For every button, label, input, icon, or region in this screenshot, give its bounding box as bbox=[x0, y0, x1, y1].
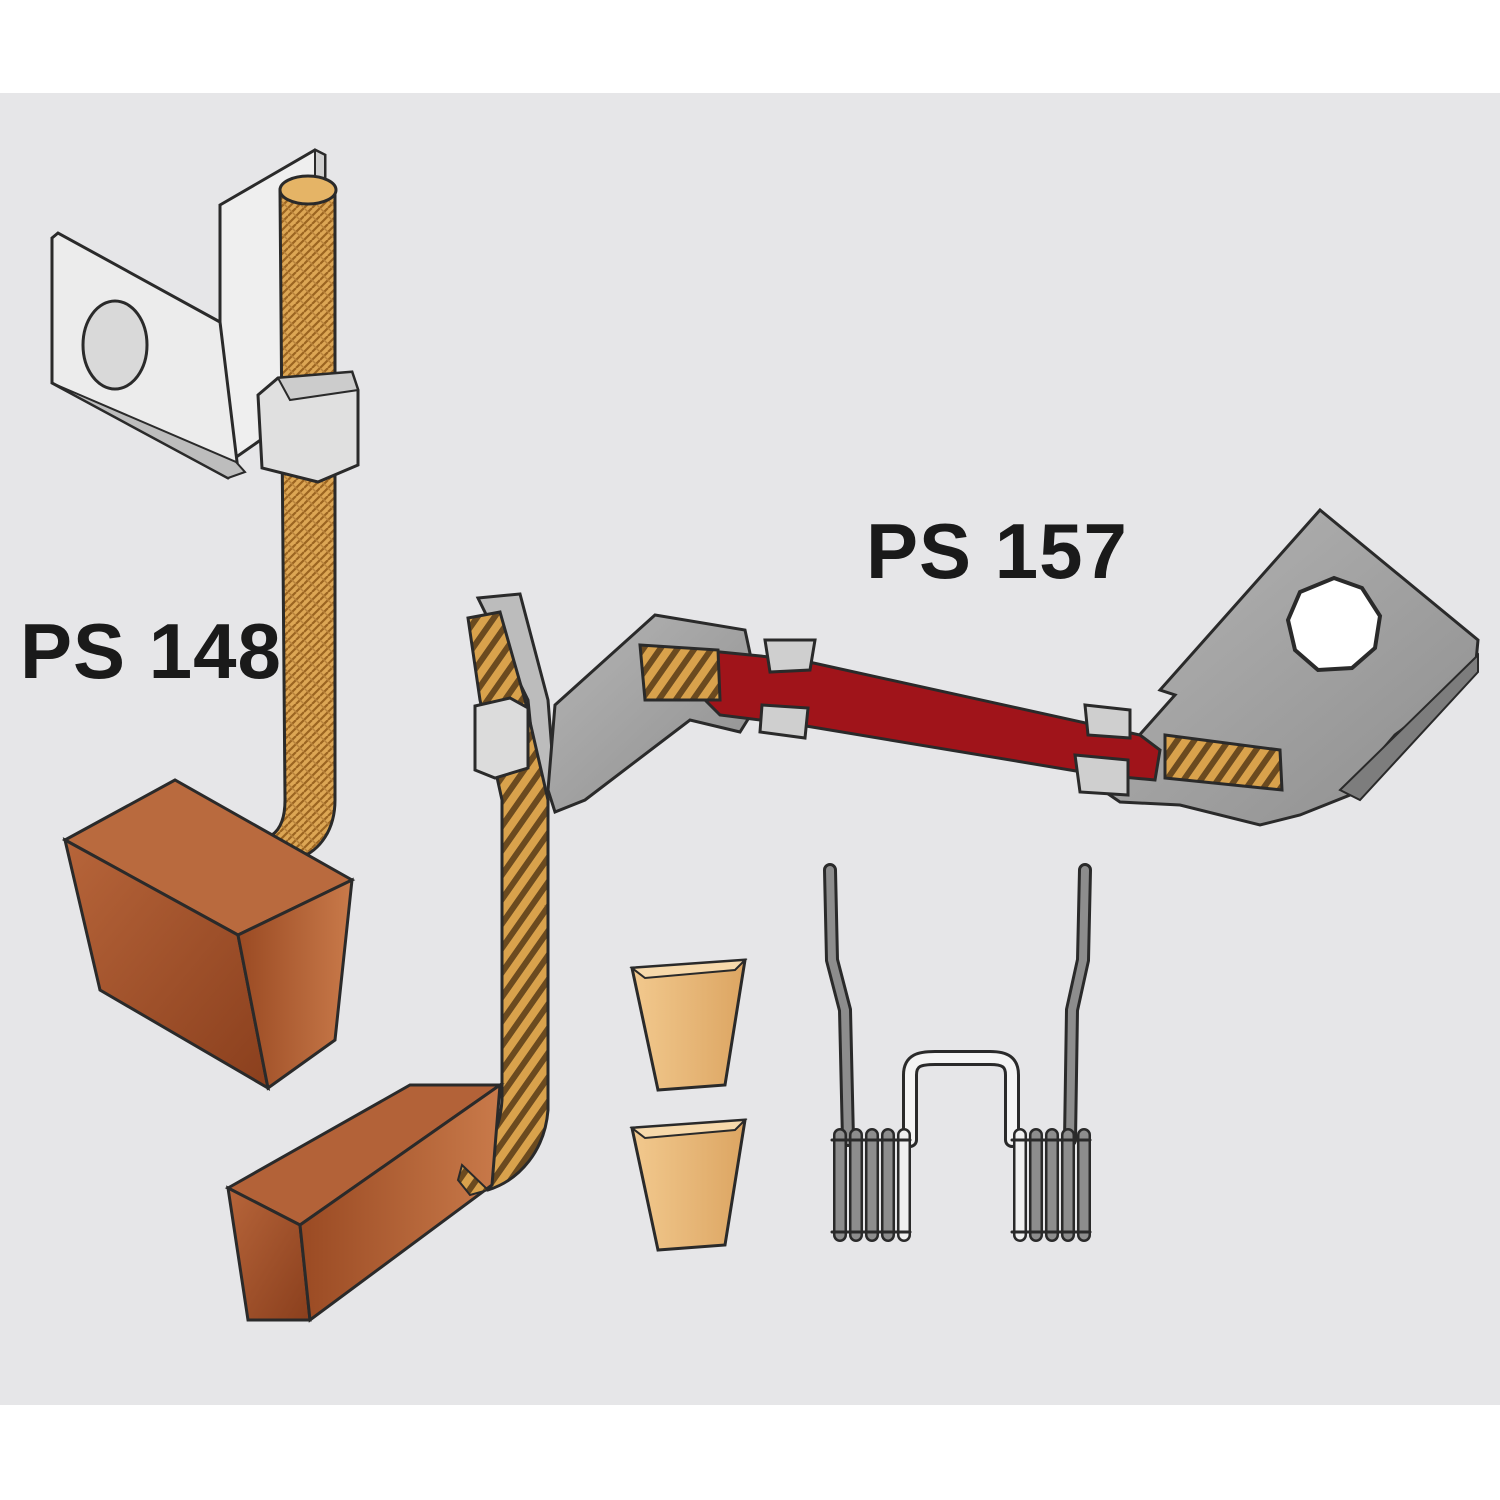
spring-icon bbox=[823, 863, 1092, 1242]
carbon-brush-icon bbox=[224, 1081, 505, 1323]
carbon-brush-icon bbox=[61, 778, 356, 1091]
part-label-ps157: PS 157 bbox=[866, 507, 1128, 595]
ps157-assembly bbox=[224, 507, 1480, 1323]
contact-insert-icon bbox=[629, 1118, 748, 1252]
braided-wire-icon bbox=[269, 174, 338, 860]
ps148-assembly bbox=[50, 148, 360, 1091]
part-label-ps148: PS 148 bbox=[20, 607, 282, 695]
contact-insert-icon bbox=[629, 958, 748, 1092]
